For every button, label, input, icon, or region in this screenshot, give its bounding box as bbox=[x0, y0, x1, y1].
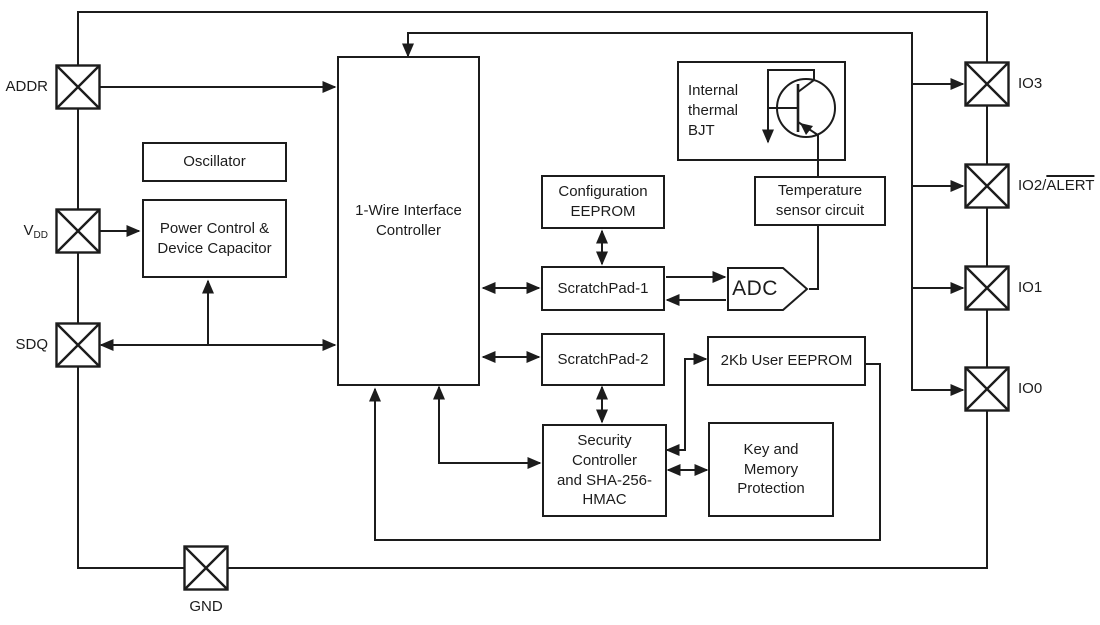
wire-tempsensor-to-adc bbox=[809, 225, 819, 290]
scratchpad2-block bbox=[541, 333, 665, 386]
temp-sensor-block bbox=[754, 176, 886, 226]
thermal-bjt-block bbox=[677, 61, 846, 161]
pin-vdd bbox=[55, 208, 101, 254]
pin-sdq bbox=[55, 322, 101, 368]
wire-onewire-io-bus bbox=[402, 32, 965, 396]
power-control-block bbox=[142, 199, 287, 278]
pin-io0 bbox=[964, 366, 1010, 412]
wire-onewire-security bbox=[433, 385, 542, 469]
user-eeprom-block bbox=[707, 336, 866, 386]
package-boundary bbox=[77, 11, 988, 569]
onewire-controller-block bbox=[337, 56, 480, 386]
oscillator-block bbox=[142, 142, 287, 182]
key-memory-protection-block bbox=[708, 422, 834, 517]
pin-io2-alert bbox=[964, 163, 1010, 209]
wire-security-usereeprom bbox=[665, 353, 708, 456]
bjt-transistor-symbol bbox=[762, 69, 836, 177]
wire-usereeprom-to-onewire bbox=[369, 363, 881, 541]
pin-gnd bbox=[183, 545, 229, 591]
pin-io1 bbox=[964, 265, 1010, 311]
config-eeprom-block bbox=[541, 175, 665, 229]
security-controller-block bbox=[542, 424, 667, 517]
bjt-emitter-arrow bbox=[800, 123, 813, 135]
pin-addr bbox=[55, 64, 101, 110]
scratchpad1-block bbox=[541, 266, 665, 311]
pin-io3 bbox=[964, 61, 1010, 107]
adc-block bbox=[727, 267, 809, 311]
